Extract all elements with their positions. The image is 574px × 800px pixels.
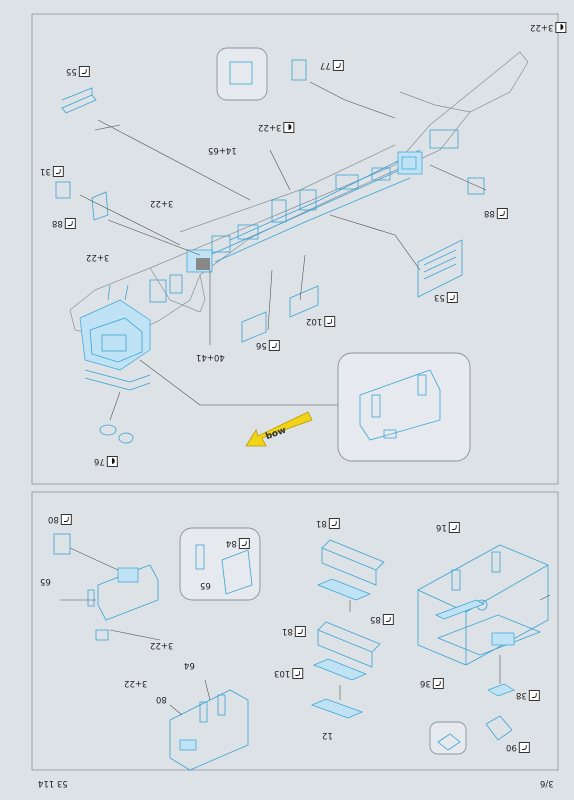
blue-parts-main bbox=[149, 129, 459, 303]
callout-80-top: 80 bbox=[48, 514, 72, 525]
part-77 bbox=[291, 59, 307, 81]
callout-102: 102 bbox=[306, 316, 336, 327]
part-76 bbox=[99, 391, 134, 444]
callout-84: 84 bbox=[226, 538, 250, 549]
callout-40-41: 40+41 bbox=[196, 352, 225, 362]
callout-81-top: 81 bbox=[316, 518, 340, 529]
callout-12: 12 bbox=[322, 730, 333, 740]
bend-icon bbox=[78, 66, 90, 77]
bend-icon bbox=[496, 208, 508, 219]
leader-lines-top bbox=[79, 81, 487, 406]
callout-81-mid: 81 bbox=[282, 626, 306, 637]
part-64-assembly bbox=[169, 679, 249, 771]
part-56 bbox=[241, 311, 267, 343]
inset-bridge-detail bbox=[337, 352, 471, 462]
bend-icon bbox=[60, 514, 72, 525]
part-53 bbox=[417, 239, 463, 298]
bend-icon bbox=[432, 678, 444, 689]
callout-65: 65 bbox=[40, 576, 51, 586]
part-31 bbox=[55, 181, 71, 199]
rotate-icon bbox=[106, 456, 118, 467]
rotate-icon bbox=[283, 122, 295, 133]
callout-3-22-b2: 3+22 bbox=[124, 678, 148, 688]
bend-icon bbox=[382, 614, 394, 625]
deck-structure bbox=[69, 51, 529, 341]
inset-77 bbox=[216, 47, 268, 101]
bend-icon bbox=[324, 316, 336, 327]
part-88-left bbox=[91, 191, 109, 221]
rotate-icon bbox=[555, 22, 567, 33]
bend-icon bbox=[294, 626, 306, 637]
bend-icon bbox=[528, 690, 540, 701]
callout-3-22-left: 3+22 bbox=[150, 198, 174, 208]
callout-64: 64 bbox=[184, 660, 195, 670]
callout-88-left: 88 bbox=[52, 218, 76, 229]
callout-14-65: 14+65 bbox=[208, 145, 237, 155]
inset-90 bbox=[429, 721, 467, 755]
callout-53: 53 bbox=[434, 292, 458, 303]
bend-icon bbox=[332, 60, 344, 71]
bend-icon bbox=[268, 340, 280, 351]
part-16-box bbox=[417, 544, 551, 741]
callout-76: 76 bbox=[94, 456, 118, 467]
bend-icon bbox=[328, 518, 340, 529]
part-80-group bbox=[53, 533, 161, 641]
bend-icon bbox=[448, 522, 460, 533]
callout-3-22-b: 3+22 bbox=[150, 640, 174, 650]
top-panel-frame bbox=[31, 13, 559, 485]
part-81-upper bbox=[317, 539, 385, 612]
bend-icon bbox=[446, 292, 458, 303]
callout-3-22-top: 3+22 bbox=[530, 22, 567, 33]
callout-56: 56 bbox=[256, 340, 280, 351]
bend-icon bbox=[238, 538, 250, 549]
bow-label: bow bbox=[264, 426, 287, 443]
product-code: 53 114 bbox=[38, 778, 68, 788]
part-81-lower bbox=[311, 621, 381, 719]
callout-38: 38 bbox=[516, 690, 540, 701]
callout-90: 90 bbox=[506, 742, 530, 753]
callout-80-bottom: 80 bbox=[156, 694, 167, 704]
callout-3-22-mid: 3+22 bbox=[258, 122, 295, 133]
callout-77: 77 bbox=[320, 60, 344, 71]
bridge-assembly bbox=[79, 284, 151, 391]
bow-arrow: bow bbox=[245, 411, 313, 447]
callout-3-22-left2: 3+22 bbox=[86, 252, 110, 262]
page-number: 3/6 bbox=[540, 778, 554, 788]
bend-icon bbox=[518, 742, 530, 753]
callout-36: 36 bbox=[420, 678, 444, 689]
bottom-panel-frame bbox=[31, 491, 559, 771]
part-102 bbox=[289, 285, 319, 318]
part-88-right bbox=[467, 177, 485, 195]
callout-31: 31 bbox=[40, 166, 64, 177]
bend-icon bbox=[292, 668, 304, 679]
callout-16: 16 bbox=[436, 522, 460, 533]
callout-103: 103 bbox=[274, 668, 304, 679]
callout-85: 85 bbox=[370, 614, 394, 625]
callout-88-right: 88 bbox=[484, 208, 508, 219]
callout-65-inset: 65 bbox=[200, 580, 211, 590]
bend-icon bbox=[52, 166, 64, 177]
callout-55: 55 bbox=[66, 66, 90, 77]
part-55 bbox=[61, 87, 97, 114]
bend-icon bbox=[64, 218, 76, 229]
